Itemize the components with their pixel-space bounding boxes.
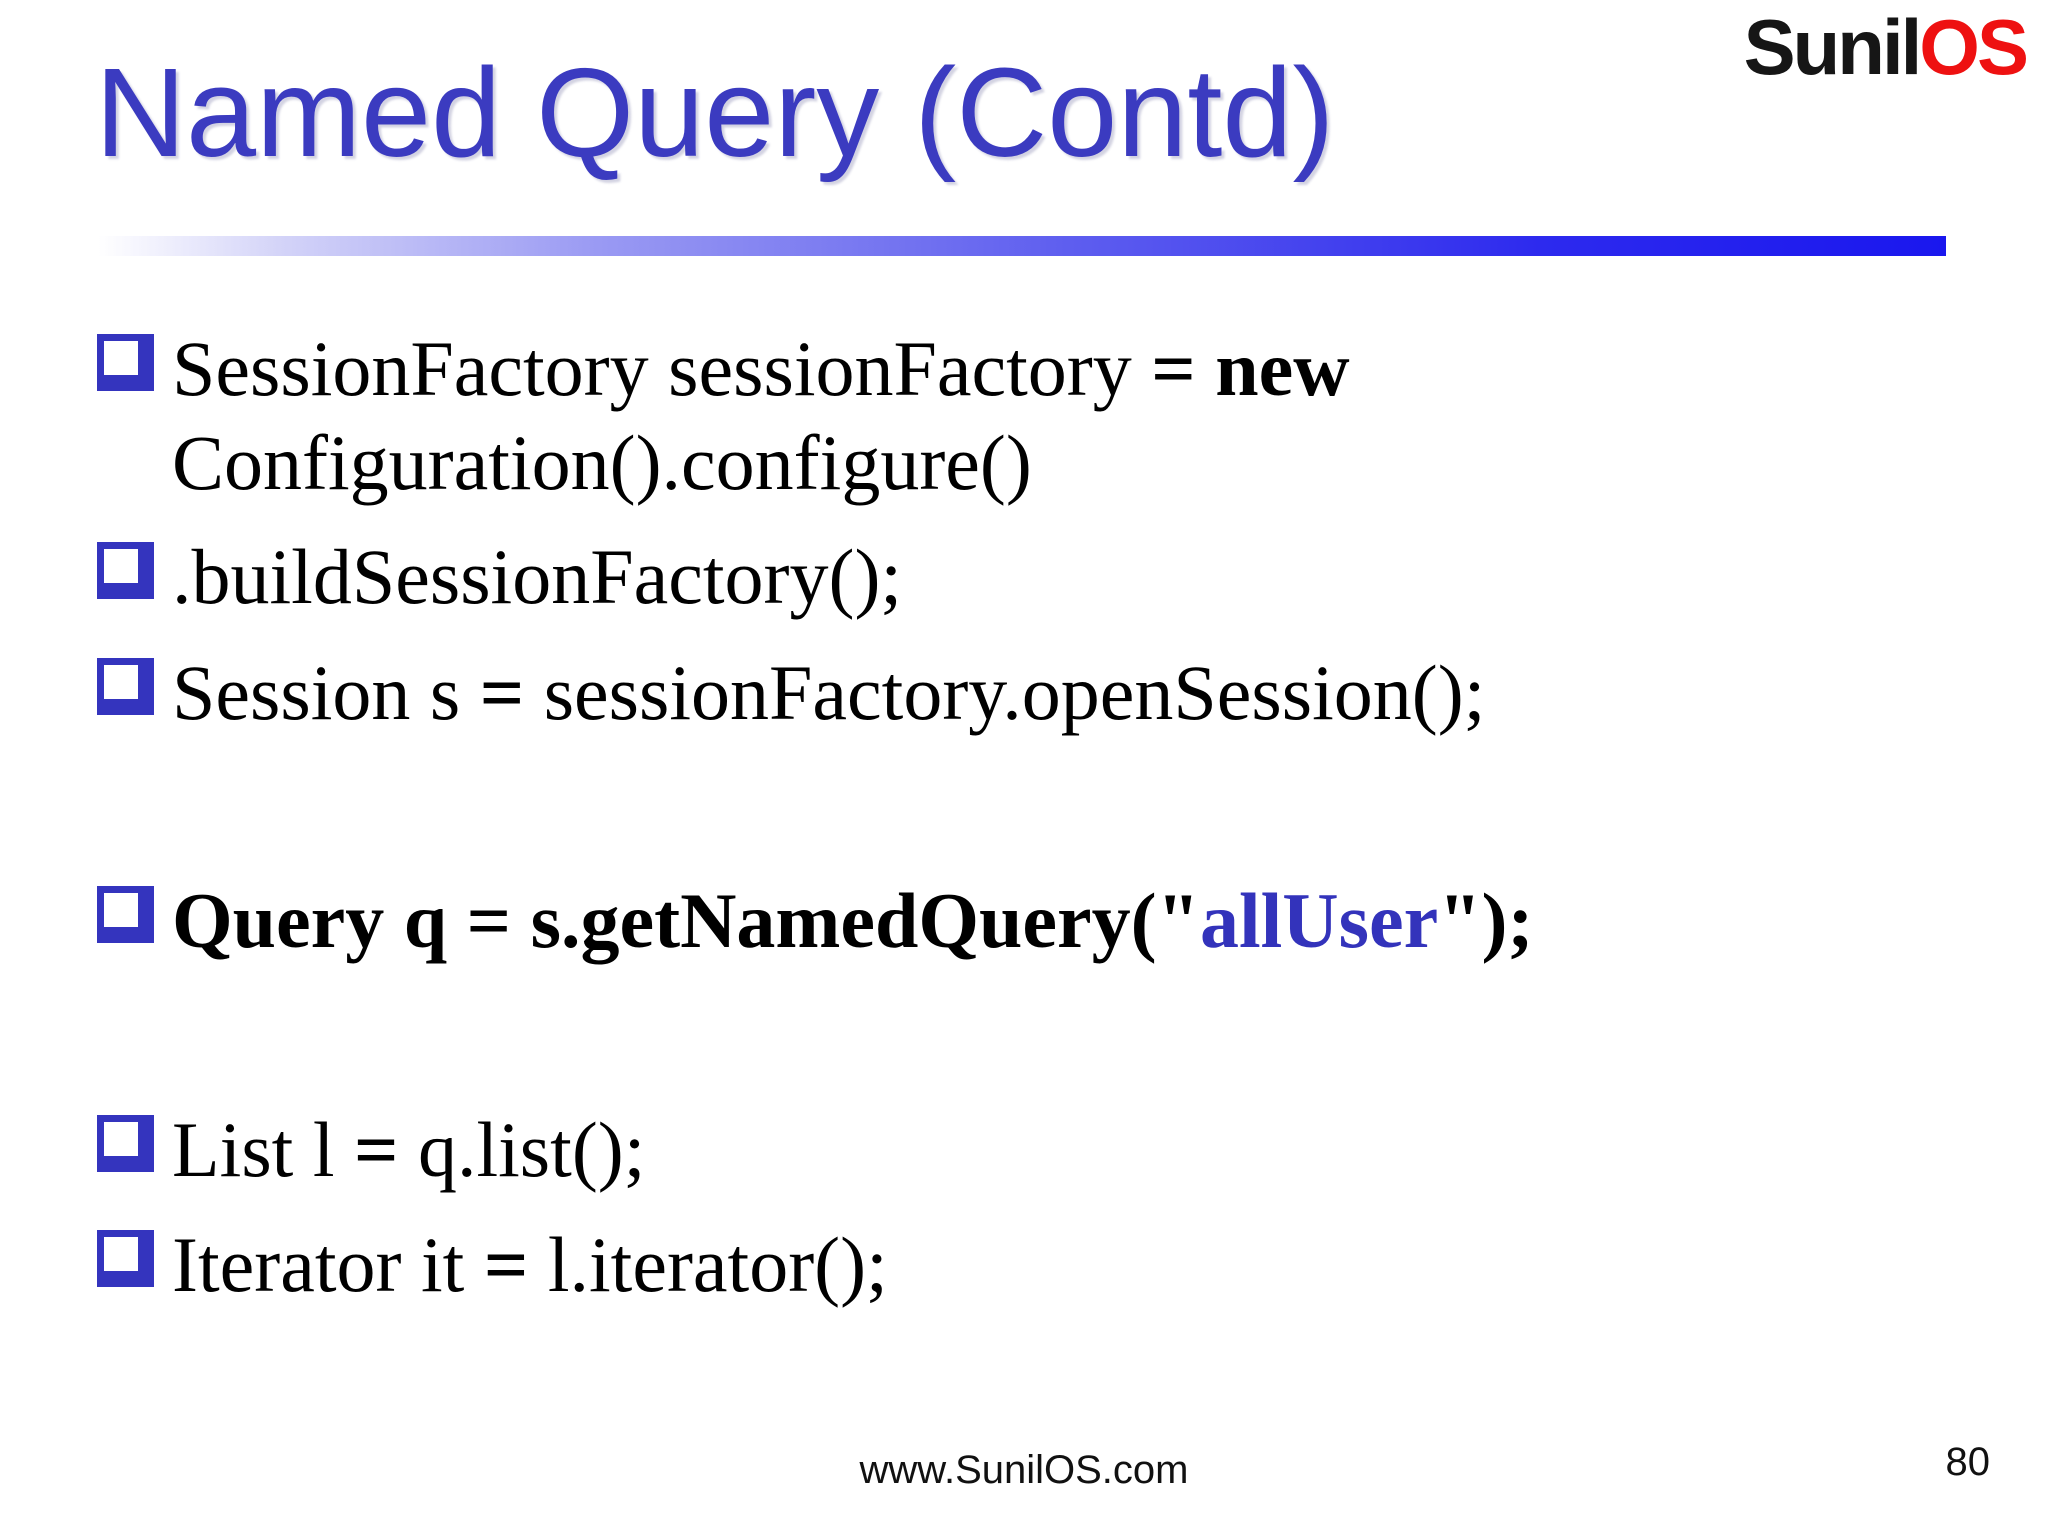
bullet-text-bold: =	[483, 1221, 529, 1308]
square-bullet-icon	[97, 1230, 154, 1287]
bullet-text-bold: =	[479, 649, 525, 736]
bullet-text: Iterator it	[172, 1221, 484, 1308]
bullet-item-buildsessionfactory: .buildSessionFactory();	[97, 530, 1857, 624]
bullet-item-sessionfactory: SessionFactory sessionFactory = new Conf…	[97, 322, 1857, 510]
bullet-text: Session s	[172, 649, 480, 736]
bullet-text: sessionFactory.openSession();	[524, 649, 1486, 736]
page-number: 80	[1945, 1440, 1991, 1484]
footer-url: www.SunilOS.com	[859, 1448, 1189, 1492]
bullet-text: l.iterator();	[528, 1221, 888, 1308]
title-underline-bar	[98, 236, 1946, 256]
bullet-item-getnamedquery: Query q = s.getNamedQuery("allUser");	[97, 874, 1857, 968]
square-bullet-icon	[97, 1115, 154, 1172]
bullet-text-bold: Query q = s.getNamedQuery("allUser");	[172, 877, 1533, 964]
bullet-text: .buildSessionFactory();	[172, 533, 903, 620]
logo-text-os: OS	[1919, 3, 2029, 91]
square-bullet-icon	[97, 658, 154, 715]
sunilos-logo: SunilOS	[1743, 2, 2029, 93]
bullet-text: Configuration().configure()	[172, 419, 1032, 506]
square-bullet-icon	[97, 886, 154, 943]
bullet-text-bold: =	[354, 1106, 399, 1193]
logo-text-sunil: Sunil	[1743, 3, 1923, 91]
page-title: Named Query (Contd)	[95, 42, 1335, 183]
bullet-text: q.list();	[398, 1106, 646, 1193]
bullet-item-list: List l = q.list();	[97, 1103, 1857, 1197]
bullet-text-bold: = new	[1151, 325, 1350, 412]
bullet-text: SessionFactory sessionFactory	[172, 325, 1152, 412]
bullet-item-iterator: Iterator it = l.iterator();	[97, 1218, 1857, 1312]
bullet-text: List l	[172, 1106, 355, 1193]
square-bullet-icon	[97, 334, 154, 391]
bullet-text: ");	[1438, 877, 1534, 964]
bullet-item-opensession: Session s = sessionFactory.openSession()…	[97, 646, 1857, 740]
bullet-text: Query q = s.getNamedQuery("	[172, 877, 1200, 964]
square-bullet-icon	[97, 542, 154, 599]
query-name-highlight: allUser	[1199, 877, 1439, 964]
